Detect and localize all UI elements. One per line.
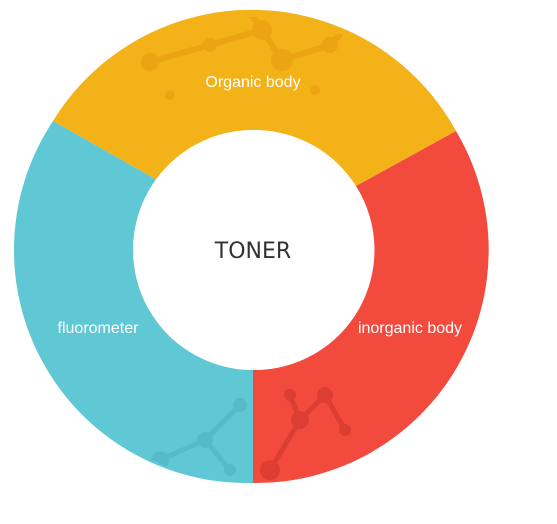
- molecule-pattern-top: [141, 17, 362, 100]
- segment-inorganic: [253, 131, 489, 484]
- molecule-pattern-bottom-right: [260, 387, 351, 480]
- segment-label-organic: Organic body: [205, 74, 300, 91]
- segment-label-fluoro: fluorometer: [58, 320, 140, 337]
- center-label: TONER: [214, 239, 291, 264]
- segment-fluoro: [13, 121, 253, 484]
- center-circle: [133, 130, 373, 370]
- segment-label-inorganic: inorganic body: [358, 320, 462, 337]
